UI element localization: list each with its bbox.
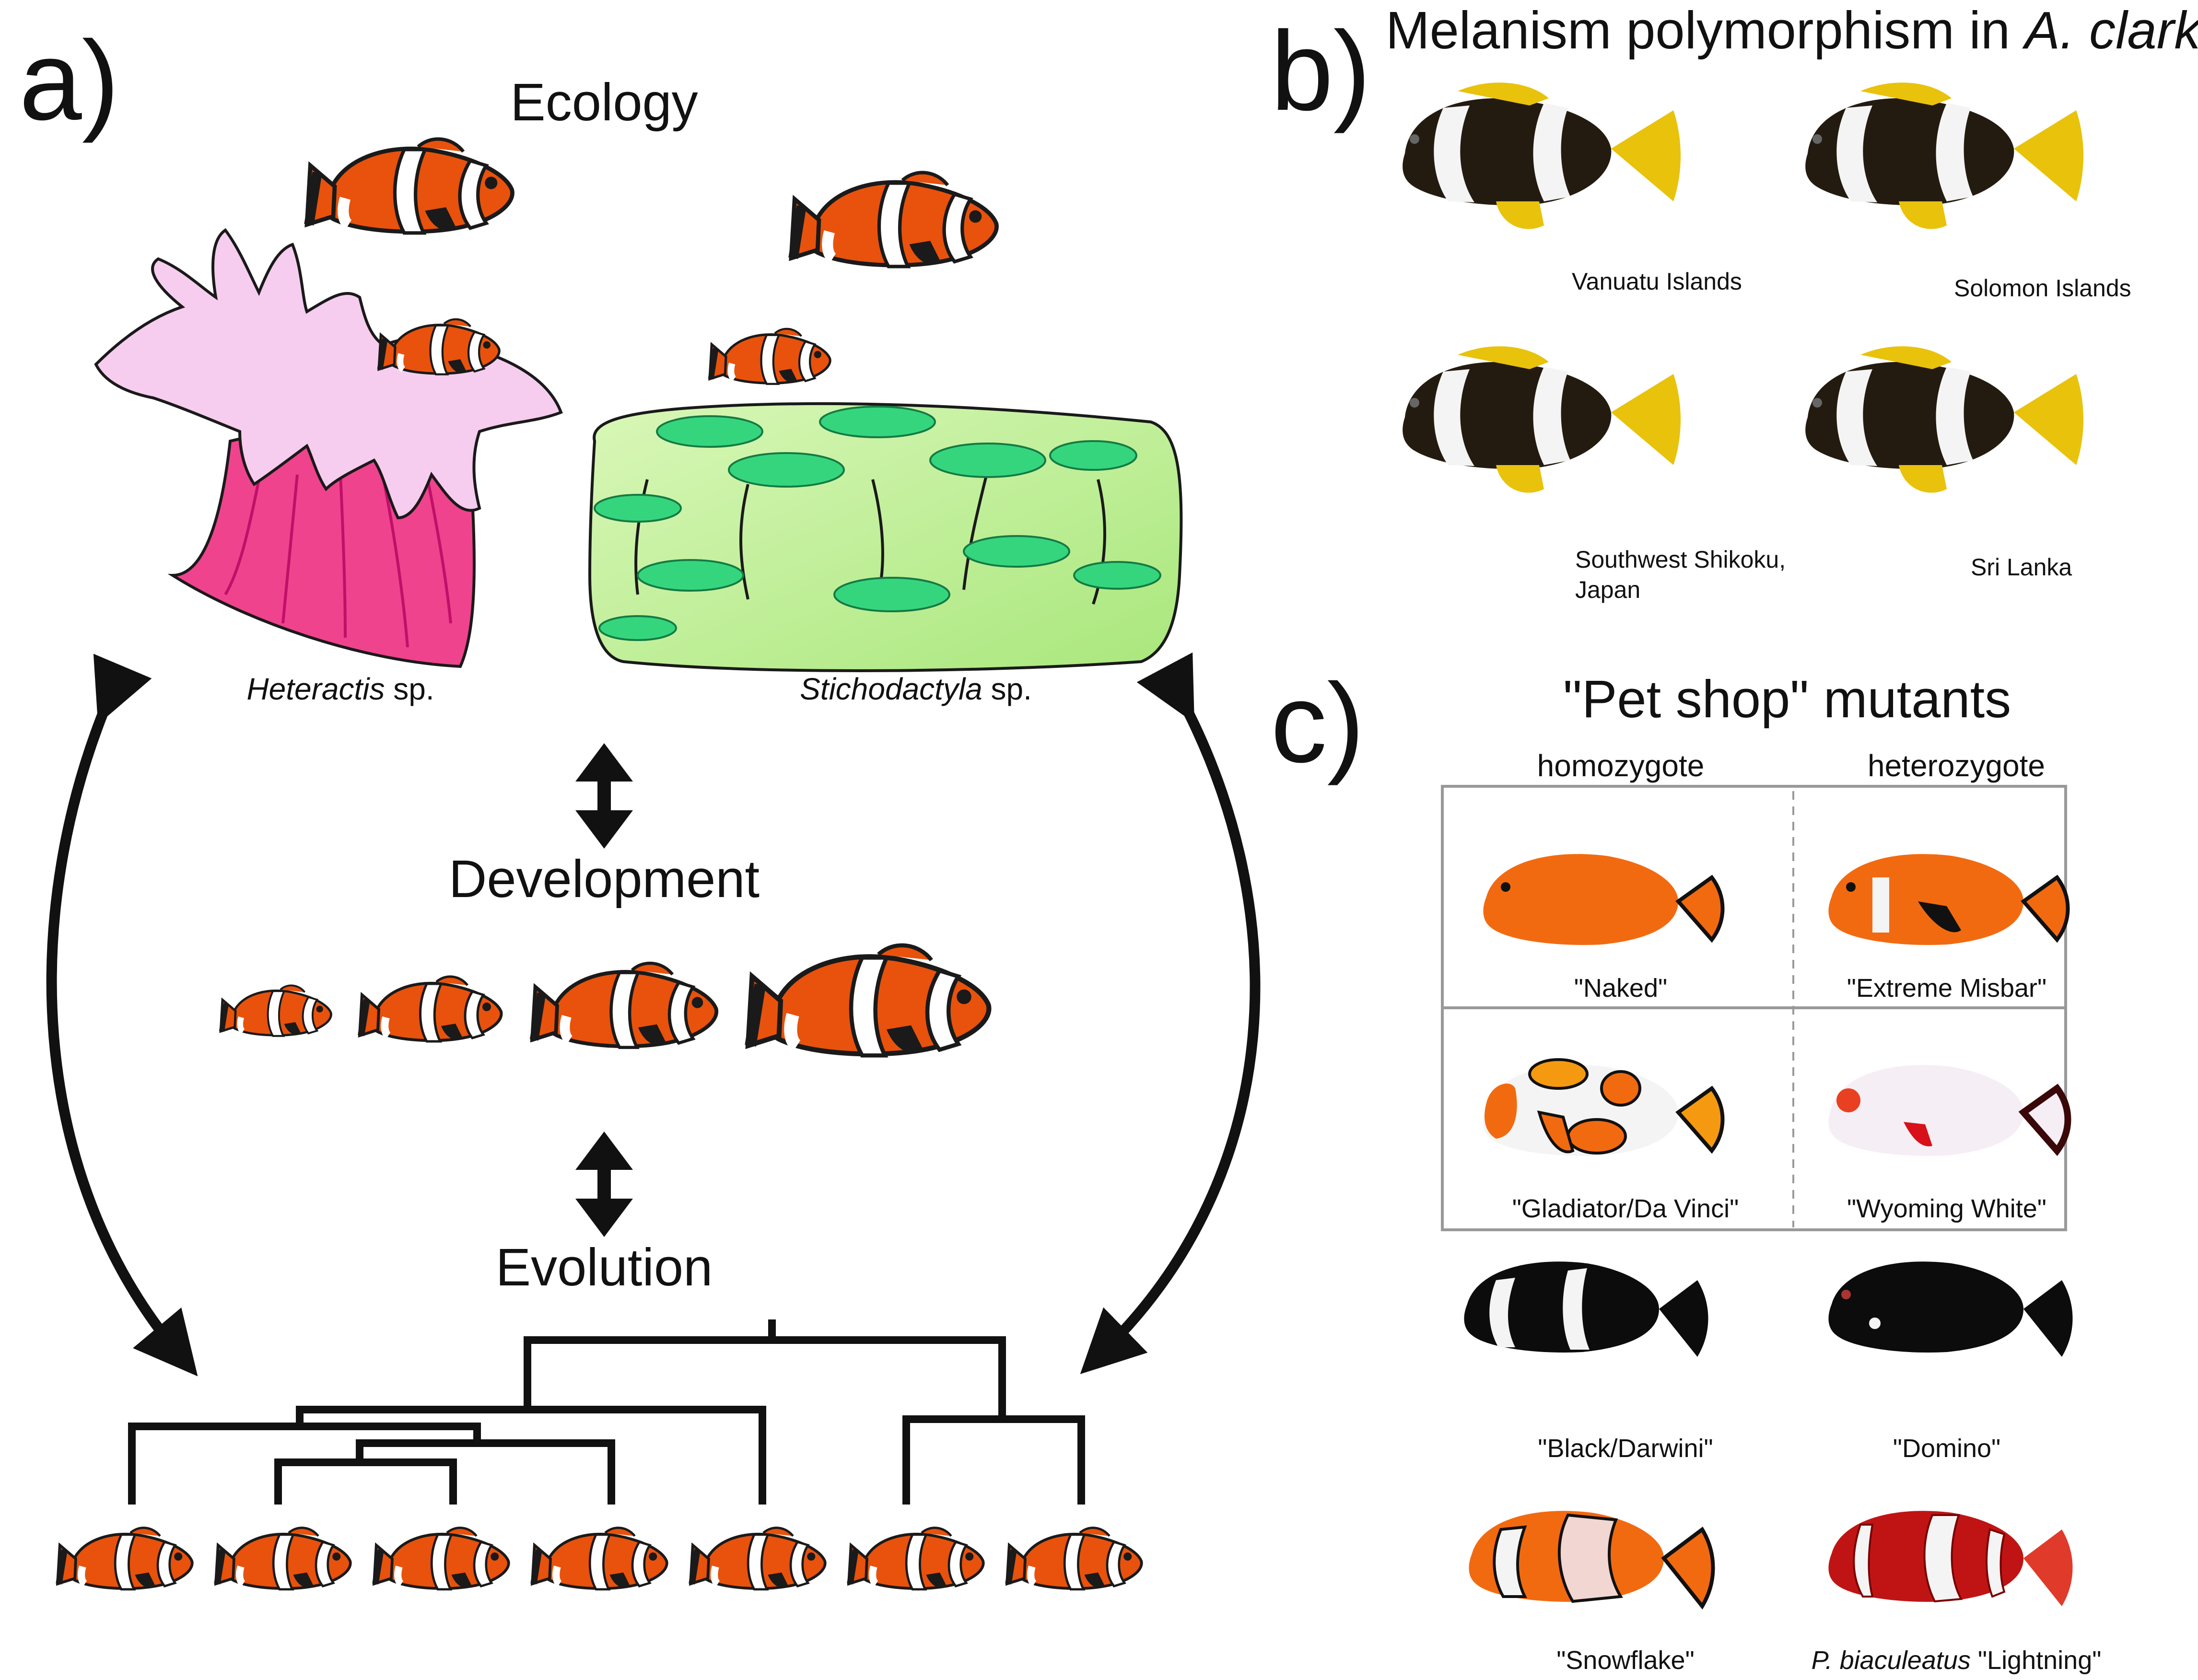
mutant-caption-snowflake: "Snowflake" — [1556, 1646, 1695, 1675]
mutant-caption-black-darwini: "Black/Darwini" — [1538, 1434, 1713, 1463]
panel-b-label: b) — [1271, 8, 1371, 134]
clownfish-tip-6 — [849, 1528, 983, 1589]
stichodactyla-genus: Stichodactyla — [800, 672, 982, 706]
clownfish-ecology-1 — [307, 139, 513, 233]
clownfish-tip-7 — [1007, 1528, 1142, 1589]
mutant-caption-wyoming-white: "Wyoming White" — [1847, 1194, 2046, 1223]
lightning-name: "Lightning" — [1970, 1646, 2102, 1675]
double-arrow-ecology-development — [575, 743, 633, 849]
location-shikoku: Southwest Shikoku, Japan — [1575, 546, 1786, 603]
clarkii-photo-srilanka — [1805, 346, 2083, 493]
clownfish-development-2 — [360, 977, 502, 1041]
mutant-caption-lightning: P. biaculeatus "Lightning" — [1774, 1645, 2139, 1675]
stage-development-label: Development — [448, 850, 760, 909]
clownfish-development-1 — [221, 985, 331, 1036]
panel-c-label: c) — [1271, 660, 1365, 786]
column-header-homozygote: homozygote — [1537, 748, 1705, 783]
curved-arrow-right — [1080, 652, 1261, 1375]
mutant-photo-lightning — [1828, 1511, 2073, 1606]
mutant-photo-naked — [1483, 854, 1725, 945]
panel-b-title-prefix: Melanism polymorphism in — [1386, 1, 2025, 60]
location-solomon: Solomon Islands — [1954, 275, 2131, 302]
clownfish-ecology-2 — [379, 319, 499, 374]
column-header-heterozygote: heterozygote — [1867, 748, 2046, 783]
clarkii-photo-vanuatu — [1403, 82, 1681, 229]
stage-evolution-label: Evolution — [495, 1238, 713, 1297]
phylogenetic-tree — [128, 1319, 1085, 1505]
clownfish-tip-4 — [532, 1528, 667, 1589]
mutant-caption-extreme-misbar: "Extreme Misbar" — [1847, 974, 2047, 1003]
mutant-caption-gladiator: "Gladiator/Da Vinci" — [1512, 1194, 1739, 1223]
location-srilanka: Sri Lanka — [1971, 554, 2072, 581]
clownfish-ecology-4 — [710, 329, 830, 384]
mutant-caption-naked: "Naked" — [1574, 974, 1668, 1003]
heteractis-label: Heteractis sp. — [197, 671, 484, 707]
clownfish-tip-3 — [374, 1528, 509, 1589]
mutant-photo-domino — [1828, 1261, 2073, 1357]
mutant-photo-snowflake — [1469, 1511, 1715, 1610]
heteractis-genus: Heteractis — [246, 672, 385, 706]
curved-arrow-left — [46, 653, 198, 1377]
panel-c-title: "Pet shop" mutants — [1563, 670, 2011, 729]
mutant-photo-gladiator — [1483, 1058, 1725, 1156]
clownfish-development-3 — [532, 963, 716, 1048]
stichodactyla-label: Stichodactyla sp. — [748, 671, 1084, 707]
stage-ecology-label: Ecology — [510, 73, 698, 132]
panel-b-title-species: A. clarkii — [2024, 1, 2198, 60]
clownfish-development-4 — [748, 945, 989, 1056]
location-vanuatu: Vanuatu Islands — [1572, 268, 1742, 295]
panel-b-title: Melanism polymorphism in A. clarkii — [1386, 0, 2198, 61]
heteractis-suffix: sp. — [385, 672, 434, 706]
stichodactyla-anemone-illustration — [588, 402, 1183, 672]
clownfish-tip-1 — [58, 1528, 192, 1589]
lightning-species: P. biaculeatus — [1811, 1646, 1971, 1675]
clownfish-tip-5 — [690, 1528, 825, 1589]
panel-a-label: a) — [19, 17, 119, 143]
mutant-photo-wyoming-white — [1828, 1065, 2071, 1156]
mutant-photo-extreme-misbar — [1828, 854, 2070, 945]
clownfish-ecology-3 — [791, 173, 997, 267]
stichodactyla-suffix: sp. — [982, 672, 1032, 706]
double-arrow-development-evolution — [575, 1132, 633, 1237]
clarkii-photo-shikoku — [1403, 346, 1681, 493]
heteractis-anemone-illustration — [94, 228, 563, 668]
clarkii-photo-solomon — [1805, 82, 2083, 229]
mutant-caption-domino: "Domino" — [1893, 1434, 2001, 1463]
mutant-photo-black-darwini — [1464, 1261, 1708, 1357]
clownfish-tip-2 — [216, 1528, 351, 1589]
